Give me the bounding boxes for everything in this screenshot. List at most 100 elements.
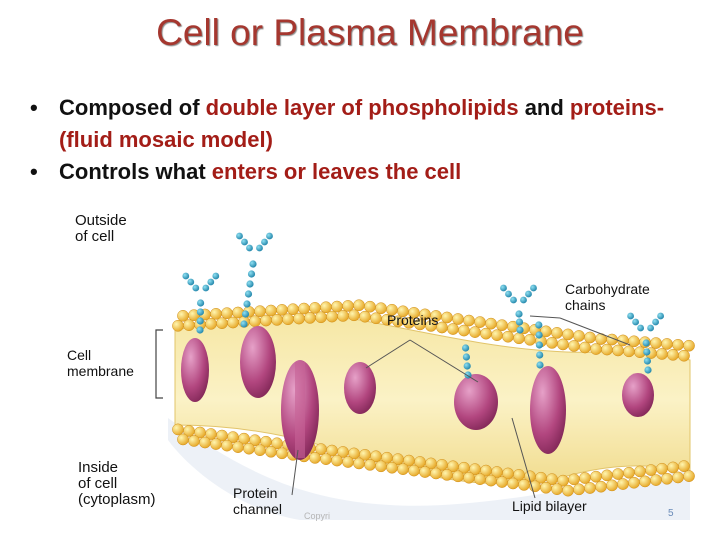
- protein: [344, 362, 376, 414]
- phospholipid-head: [463, 471, 475, 484]
- phospholipid-head: [221, 439, 233, 452]
- phospholipid-head: [634, 465, 646, 478]
- sugar-bead: [632, 318, 639, 326]
- phospholipid-head: [507, 477, 519, 490]
- phospholipid-head: [227, 316, 239, 329]
- sugar-bead: [182, 272, 190, 280]
- phospholipid-head: [650, 337, 662, 349]
- phospholipid-head: [243, 442, 255, 455]
- phospholipid-head: [469, 326, 481, 338]
- sugar-bead: [241, 238, 248, 246]
- sugar-bead: [249, 260, 257, 268]
- phospholipid-head: [172, 423, 184, 436]
- phospholipid-head: [408, 464, 420, 477]
- phospholipid-head: [232, 441, 244, 453]
- phospholipid-head: [573, 330, 585, 342]
- phospholipid-head: [452, 313, 464, 325]
- sugar-bead: [463, 362, 471, 370]
- phospholipid-head: [579, 472, 591, 484]
- phospholipid-head: [617, 478, 629, 490]
- phospholipid-head: [265, 445, 277, 458]
- phospholipid-head: [518, 479, 530, 491]
- protein: [240, 326, 276, 398]
- label-inside-of-cell: Inside of cell (cytoplasm): [78, 459, 156, 508]
- phospholipid-head: [623, 345, 635, 358]
- phospholipid-head: [650, 474, 662, 486]
- phospholipid-head: [188, 435, 200, 447]
- protein: [181, 338, 209, 402]
- phospholipid-head: [562, 328, 574, 341]
- phospholipid-head: [661, 338, 673, 350]
- leader-lines: [291, 315, 631, 499]
- sugar-bead: [236, 232, 243, 240]
- phospholipid-head: [364, 300, 376, 313]
- phospholipid-head: [678, 460, 690, 472]
- sugar-bead: [196, 317, 204, 325]
- sugar-bead: [516, 326, 524, 334]
- sugar-bead: [266, 232, 273, 240]
- bullet-highlight: enters or leaves the cell: [211, 159, 462, 184]
- sugar-bead: [243, 300, 251, 308]
- label-proteins: Proteins: [387, 312, 439, 328]
- bullet-list: Composed of double layer of phospholipid…: [28, 92, 708, 188]
- phospholipid-head: [612, 344, 624, 357]
- sugar-bead: [644, 366, 652, 374]
- bullet-item: Composed of double layer of phospholipid…: [28, 92, 708, 156]
- phospholipid-head: [397, 463, 409, 475]
- cell-membrane-bracket: [155, 329, 163, 399]
- sugar-bead: [246, 244, 253, 252]
- phospholipid-head: [441, 311, 453, 324]
- phospholipid-head: [260, 314, 272, 327]
- phospholipid-head: [496, 476, 508, 488]
- phospholipid-head: [623, 466, 635, 479]
- phospholipid-head: [282, 313, 294, 326]
- phospholipid-head: [293, 312, 305, 325]
- phospholipid-head: [485, 474, 497, 487]
- sugar-bead: [535, 341, 544, 349]
- phospholipid-head: [678, 349, 690, 362]
- phospholipid-head: [590, 470, 602, 483]
- phospholipid-head: [584, 331, 596, 344]
- sugar-bead: [643, 348, 651, 356]
- label-carbohydrate-chains: Carbohydrate chains: [565, 281, 650, 313]
- label-outside-of-cell: Outside of cell: [75, 212, 127, 245]
- sugar-bead: [202, 284, 210, 292]
- phospholipid-head: [661, 472, 673, 485]
- phospholipid-head: [485, 317, 497, 330]
- phospholipid-head: [645, 464, 657, 476]
- phospholipid-head: [375, 302, 387, 315]
- sugar-bead: [197, 299, 205, 307]
- phospholipid-head: [683, 470, 695, 482]
- phospholipid-head: [249, 315, 261, 328]
- sugar-bead: [196, 326, 204, 334]
- phospholipid-head: [502, 330, 514, 343]
- sugar-bead: [244, 290, 253, 298]
- phospholipid-head: [304, 312, 316, 324]
- bullet-highlight: double layer of phospholipids: [205, 95, 519, 120]
- protein-channel: [281, 360, 319, 460]
- bullet-text: and: [518, 95, 570, 120]
- label-lipid-bilayer: Lipid bilayer: [512, 498, 587, 514]
- phospholipid-head: [337, 310, 349, 322]
- sugar-bead: [256, 244, 263, 252]
- sugar-bead: [530, 284, 537, 292]
- phospholipid-head: [573, 483, 585, 496]
- phospholipid-head: [480, 327, 492, 340]
- sugar-bead: [240, 320, 248, 328]
- phospholipid-head: [628, 476, 640, 489]
- phospholipid-head: [183, 319, 195, 332]
- protein: [622, 373, 654, 417]
- sugar-bead: [261, 238, 268, 246]
- phospholipid-head: [601, 343, 613, 356]
- phospholipid-head: [452, 470, 464, 483]
- phospholipid-head: [551, 483, 563, 496]
- phospholipid-head: [562, 484, 574, 497]
- phospholipid-head: [419, 466, 431, 478]
- phospholipid-head: [370, 312, 382, 325]
- sugar-bead: [536, 361, 544, 369]
- sugar-bead: [647, 324, 654, 332]
- sugar-bead: [515, 318, 524, 326]
- phospholipid-head: [513, 332, 525, 345]
- phospholipid-head: [463, 314, 475, 327]
- sugar-bead: [510, 296, 517, 304]
